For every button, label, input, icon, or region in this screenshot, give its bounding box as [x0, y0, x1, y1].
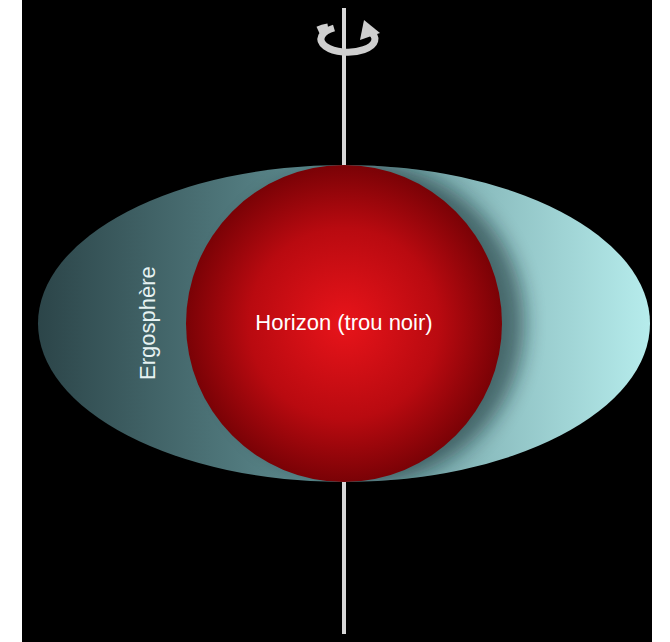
- region-label: Ergosphère: [136, 266, 160, 380]
- horizon-circle: Horizon (trou noir): [186, 165, 502, 482]
- ergosphere-ellipse: Ergosphère Horizon (trou noir): [38, 165, 650, 482]
- rotation-arrow: [318, 20, 380, 52]
- region-label: Horizon (trou noir): [255, 311, 432, 335]
- black-ground: [22, 0, 652, 642]
